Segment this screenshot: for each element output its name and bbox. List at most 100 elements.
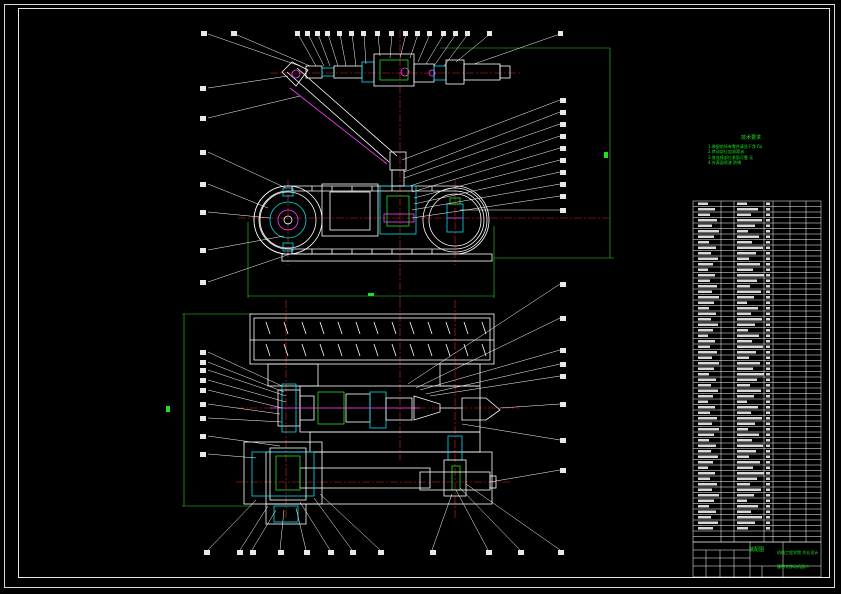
parts-list-cell <box>698 235 714 238</box>
parts-list-cell <box>766 378 770 381</box>
parts-list-cell <box>766 345 770 348</box>
parts-list-cell <box>698 516 711 519</box>
end-effector <box>413 395 501 497</box>
parts-list-cell <box>737 213 751 216</box>
elevation-balloons <box>200 31 608 296</box>
parts-list-cell <box>766 521 770 524</box>
parts-list-cell <box>737 367 753 370</box>
parts-list-cell <box>737 428 748 431</box>
parts-list-cell <box>698 219 717 222</box>
parts-list-cell <box>766 307 770 310</box>
parts-list-cell <box>698 257 718 260</box>
parts-list-cell <box>737 279 757 282</box>
parts-list-cell <box>766 230 770 233</box>
parts-list-cell <box>737 384 750 387</box>
drawing-name: 装配图 <box>749 547 765 553</box>
parts-list-cell <box>698 389 718 392</box>
motor-block <box>243 441 323 525</box>
parts-list-cell <box>698 323 718 326</box>
parts-list-cell <box>698 263 713 266</box>
parts-list-cell <box>737 340 752 343</box>
parts-list-cell <box>698 367 714 370</box>
parts-list-cell <box>698 274 715 277</box>
parts-list-cell <box>737 483 750 486</box>
parts-list-cell <box>698 428 719 431</box>
parts-list-cell <box>737 241 752 244</box>
track-plan <box>249 313 495 365</box>
parts-list-cell <box>698 411 710 414</box>
parts-list-cell <box>766 301 770 304</box>
plan-leader-lines <box>207 283 561 551</box>
parts-list-cell <box>698 356 712 359</box>
parts-list-cell <box>737 257 749 260</box>
parts-list-cell <box>737 323 755 326</box>
parts-list-cell <box>698 307 709 310</box>
parts-list-cell <box>737 246 763 249</box>
parts-list-cell <box>766 373 770 376</box>
parts-list-cell <box>766 516 770 519</box>
parts-list-cell <box>766 312 770 315</box>
parts-list-cell <box>766 263 770 266</box>
parts-list-cell <box>698 406 715 409</box>
parts-list-cell <box>737 362 760 365</box>
parts-list-cell <box>766 527 770 530</box>
parts-list-cell <box>737 494 754 497</box>
parts-list-cell <box>737 334 759 337</box>
parts-list-cell <box>737 466 753 469</box>
parts-list-cell <box>766 296 770 299</box>
parts-list-cell <box>737 219 762 222</box>
parts-list-cell <box>766 488 770 491</box>
parts-list-cell <box>698 461 713 464</box>
parts-list-cell <box>737 411 751 414</box>
technical-requirement-line: 3.各连接部位紧固可靠 无 <box>708 154 754 160</box>
parts-list-cell <box>766 466 770 469</box>
parts-list-cell <box>698 505 709 508</box>
parts-list-cell <box>766 505 770 508</box>
parts-list-cell <box>766 384 770 387</box>
parts-list-cell <box>737 510 751 513</box>
parts-list-cell <box>737 312 751 315</box>
parts-list-cell <box>698 477 710 480</box>
parts-list-rows <box>693 206 821 537</box>
parts-list-cell <box>698 334 708 337</box>
parts-list-cell <box>698 450 711 453</box>
parts-list-cell <box>766 362 770 365</box>
parts-list-cell <box>698 362 719 365</box>
parts-list-cell <box>766 444 770 447</box>
parts-list-cell <box>698 472 715 475</box>
parts-list-cell <box>698 252 711 255</box>
parts-list-cell <box>698 455 718 458</box>
drawing-border-inner <box>18 8 830 578</box>
parts-list-cell <box>766 257 770 260</box>
parts-list-cell <box>737 433 759 436</box>
parts-list-cell <box>698 285 717 288</box>
parts-list-cell <box>698 384 711 387</box>
parts-list-cell <box>698 395 713 398</box>
technical-requirement-line: 2.转动部位加润滑油 <box>708 149 744 154</box>
elevation-dimension-lines <box>247 47 614 298</box>
parts-list-cell <box>737 329 748 332</box>
parts-list-cell <box>737 301 747 304</box>
coupling <box>270 383 420 433</box>
parts-list-cell <box>737 461 760 464</box>
parts-list-cell <box>698 521 718 524</box>
parts-list-cell <box>766 477 770 480</box>
parts-list-cell <box>698 246 716 249</box>
parts-list-cell <box>766 290 770 293</box>
school-name: 机械工程学院 毕业设计 <box>777 550 819 555</box>
parts-list-cell <box>698 433 714 436</box>
parts-list-cell <box>737 505 758 508</box>
parts-list-cell <box>698 279 710 282</box>
plan-balloons <box>166 282 566 555</box>
upper-linkage <box>305 53 511 87</box>
parts-list-cell <box>766 433 770 436</box>
parts-list-cell <box>698 466 708 469</box>
parts-list-cell <box>766 318 770 321</box>
parts-list-cell <box>737 252 756 255</box>
parts-list-cell <box>698 268 708 271</box>
parts-list-cell <box>766 510 770 513</box>
parts-list-cell <box>766 268 770 271</box>
parts-list-cell <box>737 527 748 530</box>
